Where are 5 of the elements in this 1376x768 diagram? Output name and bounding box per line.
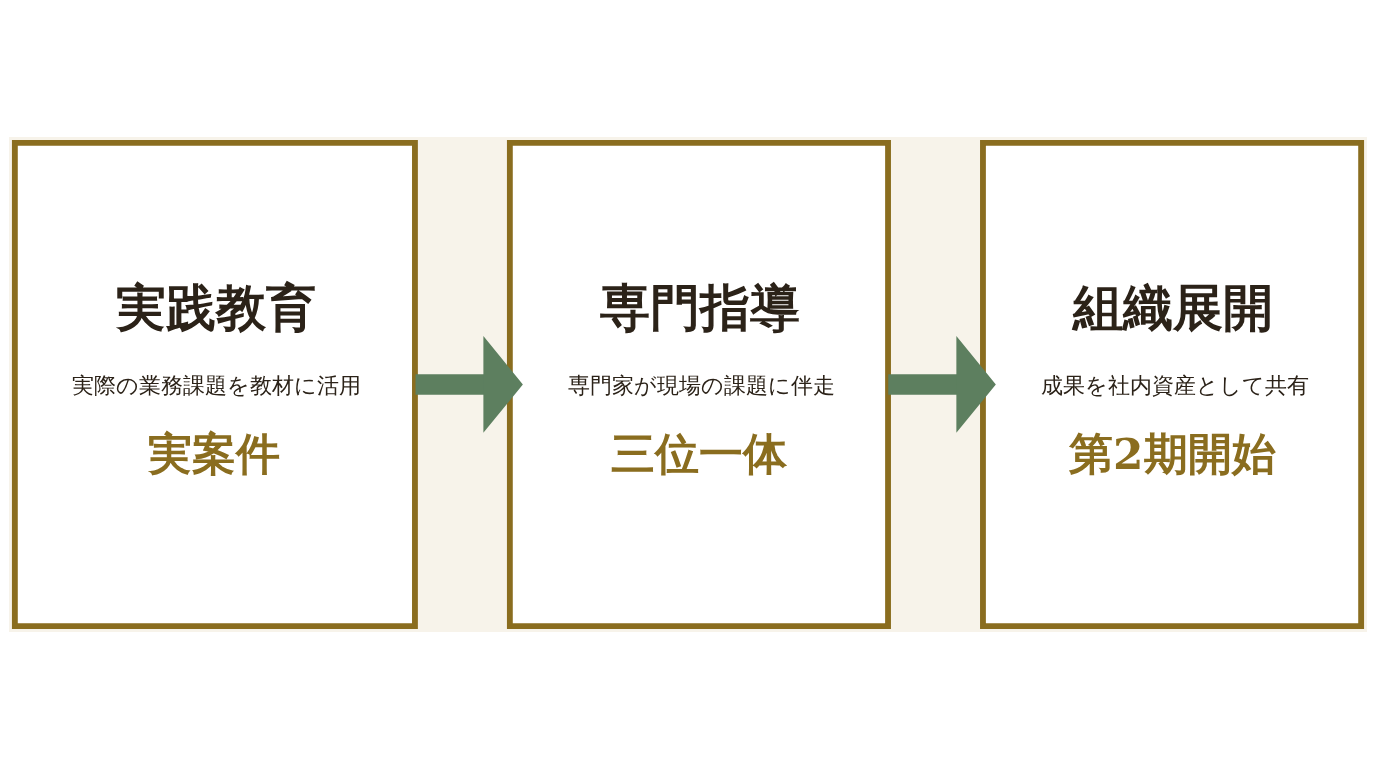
arrow xyxy=(415,335,523,433)
node-box: 実践教育 実際の業務課題を教材に活用 実案件 xyxy=(11,139,418,629)
arrow xyxy=(888,335,996,433)
node-box: 専門指導 専門家が現場の課題に伴走 三位一体 xyxy=(506,139,891,629)
node-box: 組織展開 成果を社内資産として共有 第2期開始 xyxy=(980,139,1365,629)
